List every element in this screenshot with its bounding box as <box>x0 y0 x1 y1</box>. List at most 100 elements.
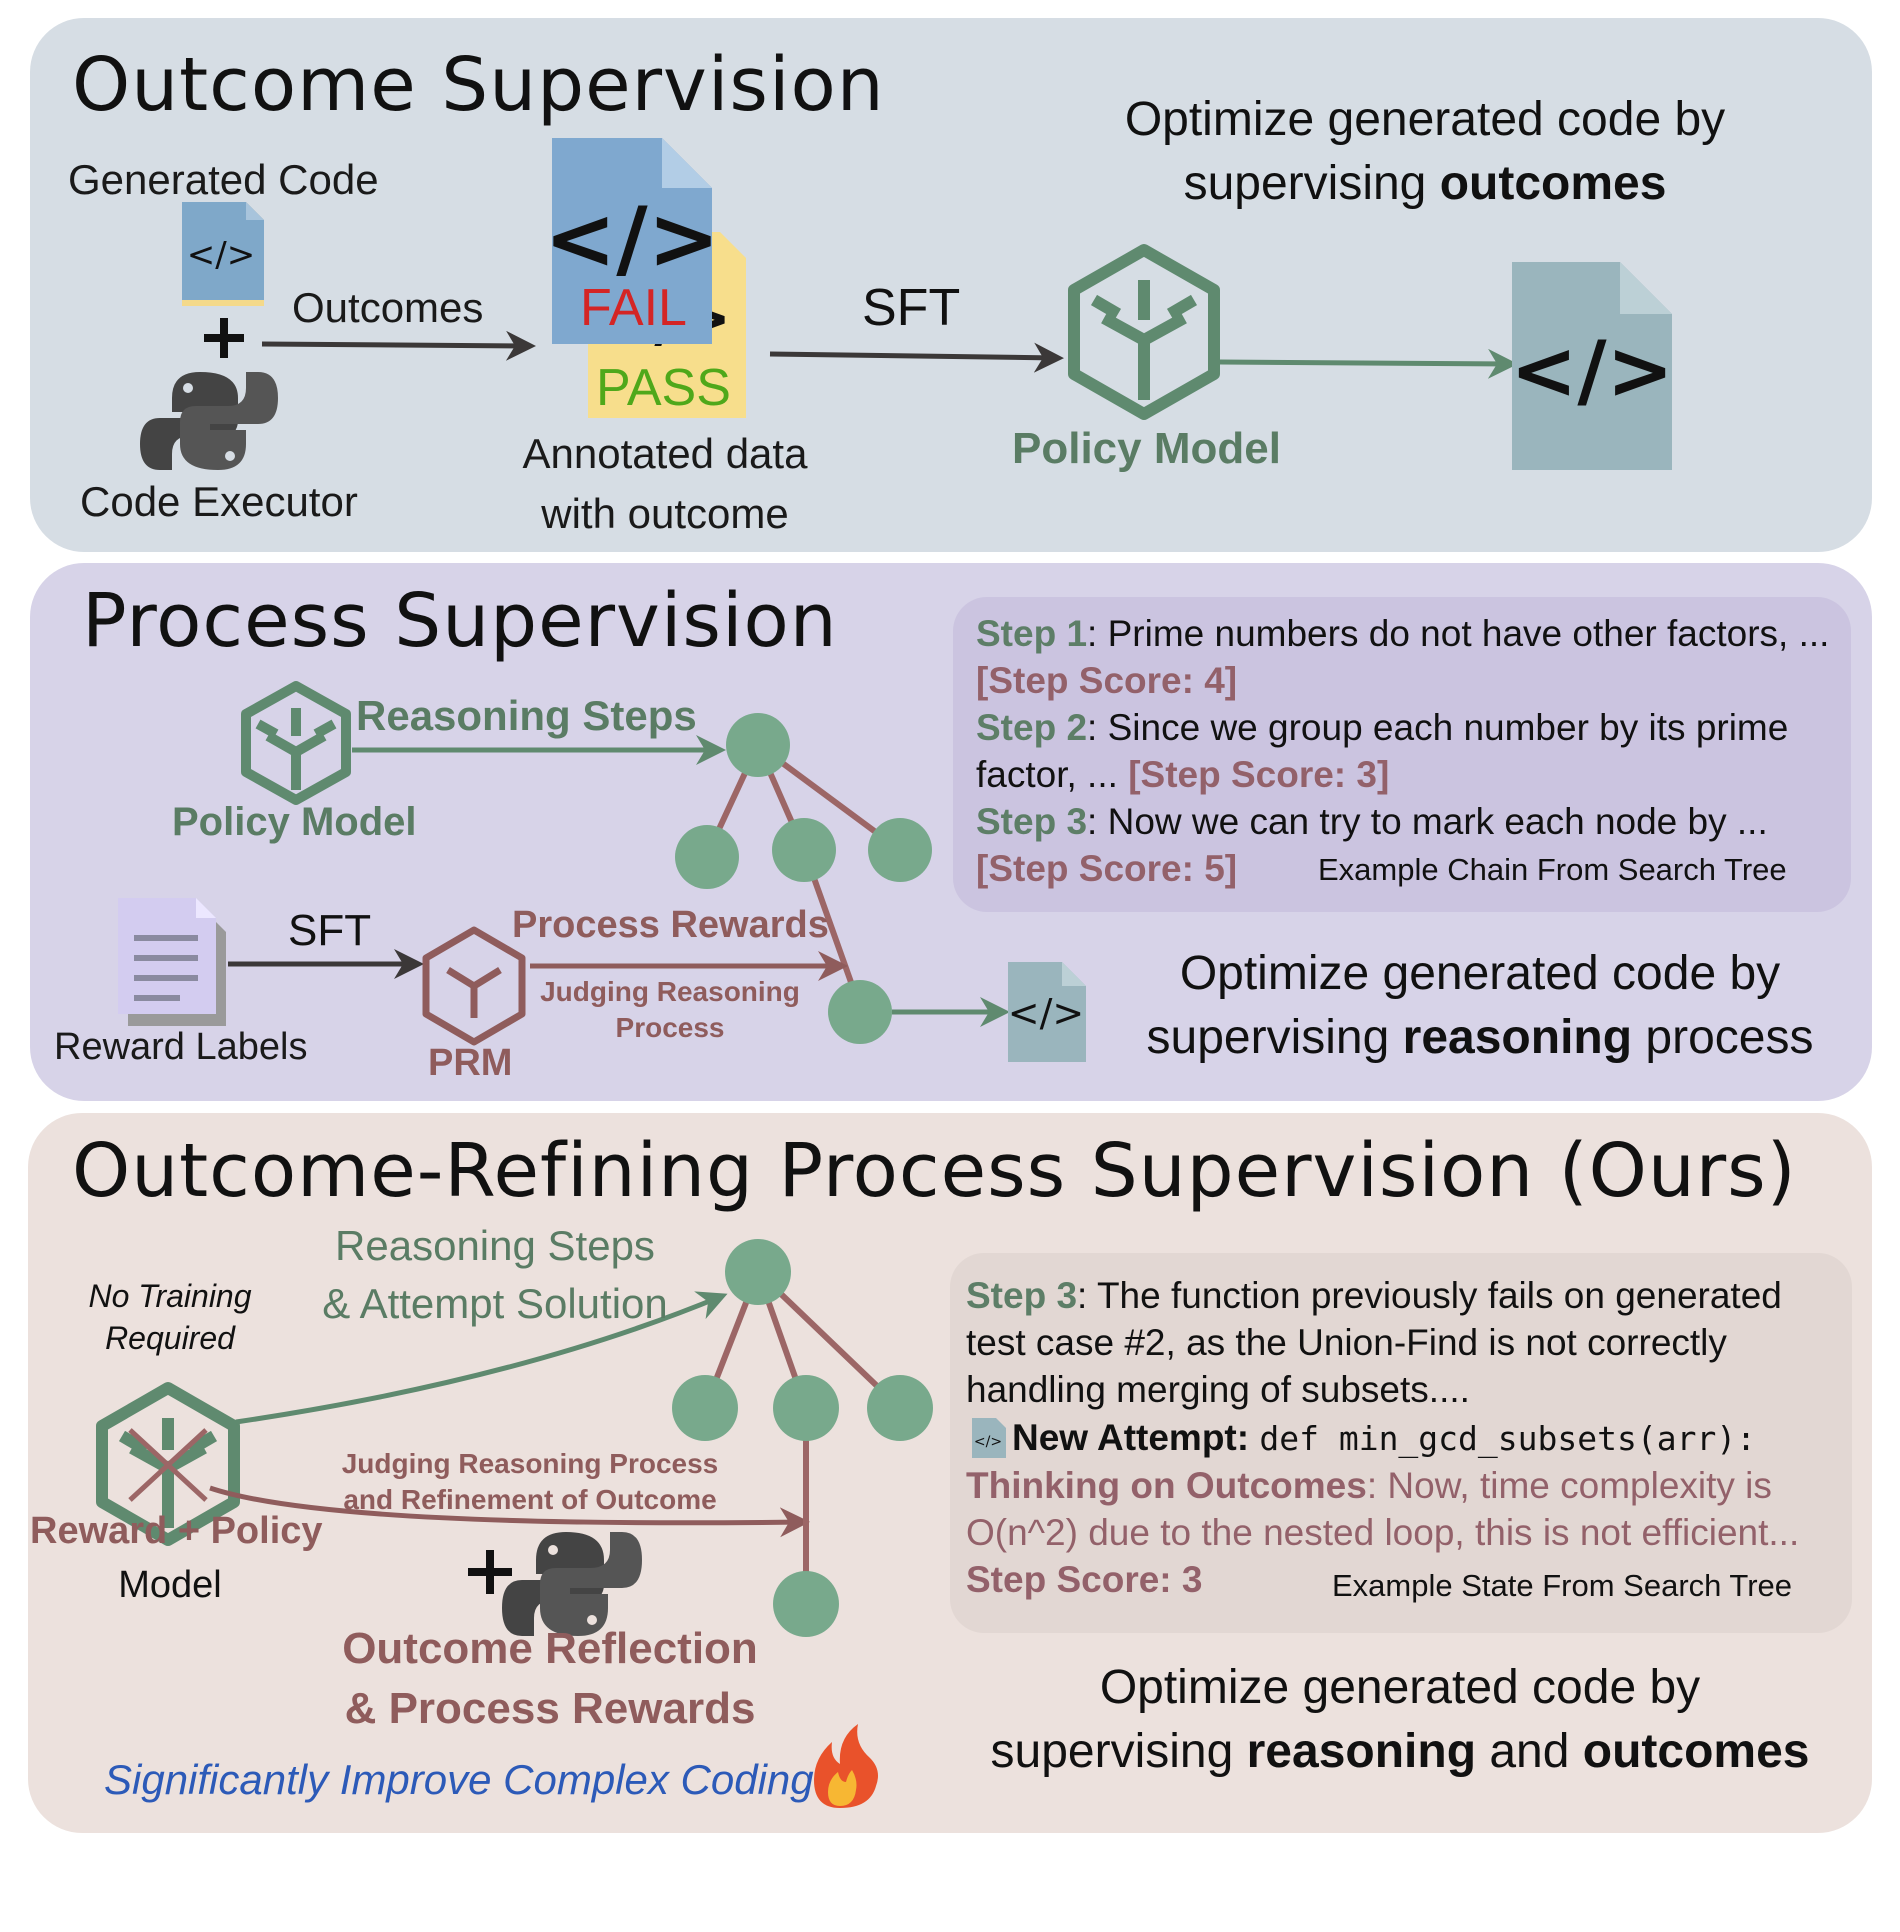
step2-label: Step 2 <box>976 707 1088 748</box>
judging-label-1: Judging Reasoning <box>540 976 800 1007</box>
state-caption: Example State From Search Tree <box>1332 1568 1793 1603</box>
output-code-file-icon-2: </> <box>1008 962 1086 1062</box>
chain-step2-cont: factor, ... [Step Score: 3] <box>976 751 1389 798</box>
svg-text:</>: </> <box>1510 324 1673 417</box>
reward-policy-label: Reward + Policy <box>30 1510 323 1552</box>
outcomes-label: Outcomes <box>292 284 484 331</box>
outcome-desc-line2: supervising outcomes <box>1080 156 1770 211</box>
annotated-data-label-1: Annotated data <box>522 430 808 477</box>
ours-desc-mid: and <box>1476 1725 1583 1778</box>
state-step3-label: Step 3 <box>966 1275 1078 1316</box>
fire-icon <box>814 1724 878 1808</box>
judging-label-2: Process <box>615 1012 725 1043</box>
chain-step1: Step 1: Prime numbers do not have other … <box>976 610 1829 657</box>
thinking-line2: O(n^2) due to the nested loop, this is n… <box>966 1512 1800 1553</box>
new-attempt-code: def min_gcd_subsets(arr): <box>1259 1419 1757 1458</box>
step2-text2: factor, ... <box>976 754 1129 795</box>
annotated-data-icon: </> </> <box>544 138 746 418</box>
svg-text:</>: </> <box>974 1434 1002 1450</box>
ours-title: Outcome-Refining Process Supervision (Ou… <box>72 1128 1797 1214</box>
process-desc-line1: Optimize generated code by <box>1179 947 1781 1000</box>
small-code-file-icon: </> <box>972 1418 1006 1458</box>
code-executor-label: Code Executor <box>80 478 358 525</box>
example-state-box <box>950 1253 1852 1633</box>
pass-label: PASS <box>596 359 731 417</box>
state-step3-line3: handling merging of subsets.... <box>966 1369 1470 1410</box>
sft-label-2: SFT <box>288 906 372 955</box>
ours-desc-pre: supervising <box>990 1725 1247 1778</box>
reward-labels-icon <box>118 898 226 1026</box>
example-chain-box <box>953 597 1851 912</box>
ours-desc-bold1: reasoning <box>1246 1725 1477 1778</box>
prm-icon <box>422 926 526 1046</box>
reflection-line1: Outcome Reflection <box>342 1624 758 1673</box>
step3-text: : Now we can try to mark each node by ..… <box>1087 801 1768 842</box>
python-icon-2 <box>502 1532 642 1636</box>
reward-labels-label: Reward Labels <box>54 1026 308 1068</box>
search-tree-3 <box>672 1239 933 1637</box>
step1-score: [Step Score: 4] <box>976 660 1238 701</box>
thinking-line1: : Now, time complexity is <box>1366 1465 1772 1506</box>
ours-desc-line2: supervising reasoning and outcomes <box>960 1724 1840 1779</box>
process-rewards-label: Process Rewards <box>512 904 829 946</box>
step1-text: : Prime numbers do not have other factor… <box>1087 613 1830 654</box>
state-score: Step Score: 3 <box>966 1559 1203 1600</box>
state-new-attempt: New Attempt: def min_gcd_subsets(arr): <box>1012 1414 1756 1462</box>
plus-icon-2 <box>468 1550 512 1594</box>
chain-step2: Step 2: Since we group each number by it… <box>976 704 1788 751</box>
thinking-label: Thinking on Outcomes <box>966 1465 1367 1506</box>
outcome-title: Outcome Supervision <box>72 42 885 128</box>
state-step3-line1: : The function previously fails on gener… <box>1077 1275 1782 1316</box>
fail-label: FAIL <box>580 279 687 337</box>
output-code-file-icon: </> <box>1510 262 1674 470</box>
step3-label: Step 3 <box>976 801 1088 842</box>
reasoning-attempt-line2: & Attempt Solution <box>322 1280 668 1327</box>
state-step3-line2: test case #2, as the Union-Find is not c… <box>966 1322 1727 1363</box>
annotated-data-label-2: with outcome <box>541 490 789 537</box>
generated-code-file-icon: </> <box>182 202 264 306</box>
reward-policy-model-icon <box>96 1382 240 1546</box>
outcome-desc-line1: Optimize generated code by <box>1124 93 1726 146</box>
state-step3: Step 3: The function previously fails on… <box>966 1272 1782 1319</box>
outcome-desc-bold: outcomes <box>1439 157 1667 210</box>
policy-model-icon <box>1068 244 1220 420</box>
output-arrow <box>1219 348 1518 379</box>
no-training-line2: Required <box>105 1320 235 1356</box>
generated-code-label: Generated Code <box>68 156 379 203</box>
judging-refinement-line2: and Refinement of Outcome <box>343 1484 717 1515</box>
reasoning-steps-label: Reasoning Steps <box>356 692 697 739</box>
reflection-line2: & Process Rewards <box>344 1684 756 1733</box>
no-training-line1: No Training <box>88 1278 252 1314</box>
prm-label: PRM <box>428 1042 513 1084</box>
improve-label: Significantly Improve Complex Coding <box>104 1756 814 1803</box>
process-title: Process Supervision <box>82 578 838 664</box>
policy-model-icon-2 <box>241 681 351 805</box>
chain-caption: Example Chain From Search Tree <box>1318 852 1787 887</box>
python-icon <box>140 372 278 470</box>
sft-arrow <box>769 342 1064 373</box>
model-label: Model <box>118 1564 222 1606</box>
outcomes-arrow <box>261 330 536 361</box>
step2-text: : Since we group each number by its prim… <box>1087 707 1789 748</box>
step2-score: [Step Score: 3] <box>1128 754 1390 795</box>
search-tree-2 <box>675 713 932 1044</box>
reasoning-attempt-arrow <box>235 1291 728 1425</box>
svg-text:</>: </> <box>187 235 255 275</box>
sft-label: SFT <box>862 279 961 337</box>
plus-icon <box>204 318 244 358</box>
svg-text:</>: </> <box>1008 991 1084 1035</box>
process-desc-post: process <box>1632 1011 1814 1064</box>
process-desc-line2: supervising reasoning process <box>1100 1010 1860 1065</box>
process-desc-pre: supervising <box>1146 1011 1403 1064</box>
policy-model-label: Policy Model <box>1012 424 1281 473</box>
process-desc-bold: reasoning <box>1402 1011 1633 1064</box>
reasoning-attempt-line1: Reasoning Steps <box>335 1222 655 1269</box>
step1-label: Step 1 <box>976 613 1088 654</box>
judging-refinement-line1: Judging Reasoning Process <box>341 1448 719 1479</box>
svg-text:</>: </> <box>544 189 720 289</box>
ours-desc-bold2: outcomes <box>1582 1725 1810 1778</box>
state-thinking: Thinking on Outcomes: Now, time complexi… <box>966 1462 1772 1509</box>
policy-model-label-2: Policy Model <box>172 800 417 844</box>
judging-arrow <box>209 1485 810 1538</box>
